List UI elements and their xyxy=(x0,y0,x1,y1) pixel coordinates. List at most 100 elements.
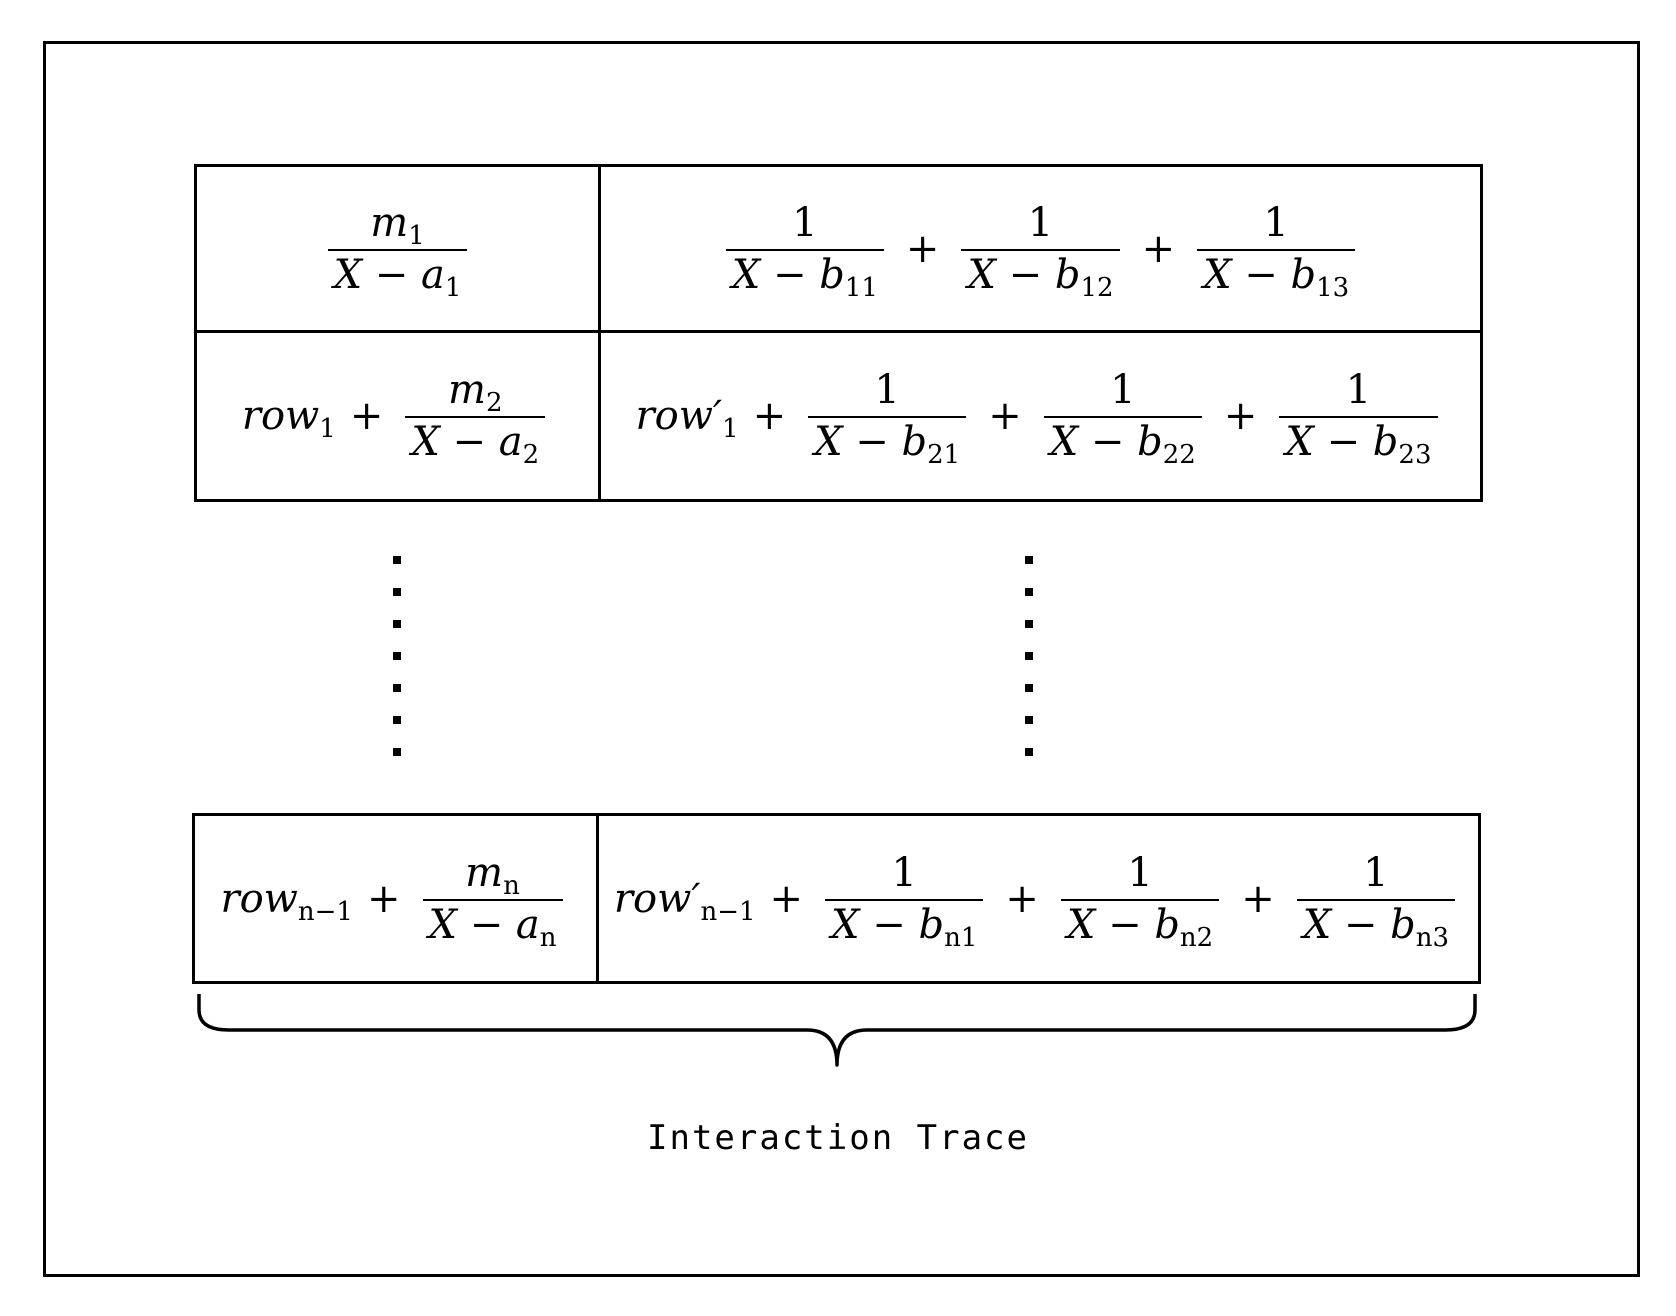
fraction-bar xyxy=(1060,898,1220,901)
row-1-left-expression: m1 X − a1 xyxy=(320,199,476,300)
row-1-right-cell: 1 X − b11 + 1 X − b12 + 1 X − b13 xyxy=(601,167,1480,333)
numerator: 1 xyxy=(1127,849,1153,896)
row-2-left-cell: row1 + m2 X − a2 xyxy=(197,333,601,499)
fraction-bar xyxy=(961,248,1120,251)
fraction: m1 X − a1 xyxy=(327,199,468,300)
row-prefix-subscript: 1 xyxy=(319,413,336,444)
row-2-left-expression: row1 + m2 X − a2 xyxy=(241,367,553,468)
plus-sign: + xyxy=(1223,393,1258,439)
denominator-subscript: n3 xyxy=(1415,922,1450,953)
row-n-right-expression: row′n−1 + 1 X − bn1 + 1 X − bn2 + 1 X − … xyxy=(613,849,1463,950)
fraction-bar xyxy=(327,248,468,251)
row-prefix-subscript: n−1 xyxy=(700,896,756,927)
row-prefix-subscript: n−1 xyxy=(297,896,353,927)
fraction: 1 X − bn2 xyxy=(1060,849,1220,950)
row-prefix: row xyxy=(220,875,298,922)
denominator: X − a xyxy=(428,901,540,948)
denominator: X − b xyxy=(814,419,928,465)
denominator: X − b xyxy=(731,251,845,298)
row-prefix: row xyxy=(241,393,320,439)
row-n-left-cell: rown−1 + mn X − an xyxy=(195,816,599,981)
interaction-trace-caption: Interaction Trace xyxy=(647,1118,1029,1158)
denominator: X − a xyxy=(411,419,523,465)
fraction: 1 X − b22 xyxy=(1043,367,1202,468)
row-prefix-subscript: 1 xyxy=(722,413,739,444)
denominator-subscript: n xyxy=(539,922,557,953)
fraction: 1 X − bn3 xyxy=(1296,849,1456,950)
row-2-right-expression: row′1 + 1 X − b21 + 1 X − b22 + 1 X − b2… xyxy=(635,367,1446,468)
fraction: 1 X − b23 xyxy=(1279,367,1438,468)
vertical-ellipsis-right xyxy=(1025,556,1033,780)
fraction-bar xyxy=(1296,898,1456,901)
fraction: m2 X − a2 xyxy=(405,367,546,468)
numerator-subscript: 1 xyxy=(408,220,425,251)
numerator: m xyxy=(465,849,504,896)
numerator: 1 xyxy=(1345,367,1372,413)
numerator: 1 xyxy=(1263,199,1289,246)
diagram-frame xyxy=(43,41,1640,1277)
numerator: 1 xyxy=(891,849,917,896)
numerator: 1 xyxy=(1110,367,1136,413)
fraction: mn X − an xyxy=(422,849,563,950)
fraction-bar xyxy=(725,248,884,251)
denominator: X − b xyxy=(1302,901,1416,948)
vertical-ellipsis-left xyxy=(393,556,401,780)
denominator: X − b xyxy=(967,251,1081,298)
plus-sign: + xyxy=(769,875,804,922)
fraction-bar xyxy=(825,898,984,901)
denominator-subscript: 11 xyxy=(844,272,878,303)
fraction: 1 X − b21 xyxy=(808,367,967,468)
plus-sign: + xyxy=(905,225,940,272)
denominator: X − a xyxy=(333,251,445,298)
plus-sign: + xyxy=(988,393,1022,439)
row-n-left-expression: rown−1 + mn X − an xyxy=(220,849,570,950)
plus-sign: + xyxy=(349,393,384,439)
denominator-subscript: 12 xyxy=(1080,272,1114,303)
row-2-right-cell: row′1 + 1 X − b21 + 1 X − b22 + 1 X − b2… xyxy=(601,333,1480,499)
denominator: X − b xyxy=(1203,251,1317,298)
plus-sign: + xyxy=(366,875,401,922)
denominator-subscript: 1 xyxy=(444,272,462,303)
denominator: X − b xyxy=(1066,901,1180,948)
fraction-bar xyxy=(1279,416,1438,418)
numerator: 1 xyxy=(874,367,900,413)
denominator: X − b xyxy=(831,901,945,948)
numerator: 1 xyxy=(792,199,818,246)
row-1-left-cell: m1 X − a1 xyxy=(197,167,601,333)
denominator-subscript: 22 xyxy=(1162,439,1196,470)
denominator: X − b xyxy=(1285,419,1399,465)
fraction-bar xyxy=(808,416,967,418)
fraction: 1 X − b12 xyxy=(961,199,1120,300)
denominator-subscript: 21 xyxy=(927,439,961,470)
denominator-subscript: n2 xyxy=(1179,922,1214,953)
trace-table-bottom: rown−1 + mn X − an row′n−1 + 1 X − bn1 +… xyxy=(192,813,1481,984)
numerator-subscript: n xyxy=(503,870,520,901)
row-prime-prefix: row′ xyxy=(613,875,701,922)
numerator: 1 xyxy=(1363,849,1389,896)
denominator-subscript: n1 xyxy=(944,922,978,953)
row-prime-prefix: row′ xyxy=(635,393,723,439)
row-1-right-expression: 1 X − b11 + 1 X − b12 + 1 X − b13 xyxy=(718,199,1363,300)
row-n-right-cell: row′n−1 + 1 X − bn1 + 1 X − bn2 + 1 X − … xyxy=(599,816,1478,981)
fraction-bar xyxy=(405,416,546,418)
trace-table-top: m1 X − a1 1 X − b11 + 1 X − b12 + 1 xyxy=(194,164,1483,502)
fraction: 1 X − bn1 xyxy=(825,849,984,950)
fraction-bar xyxy=(422,898,563,901)
numerator: 1 xyxy=(1027,199,1054,246)
denominator-subscript: 23 xyxy=(1398,439,1432,470)
plus-sign: + xyxy=(1005,875,1039,922)
plus-sign: + xyxy=(1141,225,1176,272)
plus-sign: + xyxy=(1241,875,1275,922)
numerator: m xyxy=(448,367,486,413)
fraction-bar xyxy=(1043,416,1202,418)
numerator: m xyxy=(370,199,409,246)
fraction-bar xyxy=(1197,248,1356,251)
denominator: X − b xyxy=(1049,419,1163,465)
plus-sign: + xyxy=(752,393,787,439)
fraction: 1 X − b13 xyxy=(1197,199,1356,300)
fraction: 1 X − b11 xyxy=(725,199,884,300)
numerator-subscript: 2 xyxy=(485,387,503,418)
denominator-subscript: 13 xyxy=(1316,272,1350,303)
denominator-subscript: 2 xyxy=(522,439,540,470)
curly-brace xyxy=(197,994,1477,1067)
